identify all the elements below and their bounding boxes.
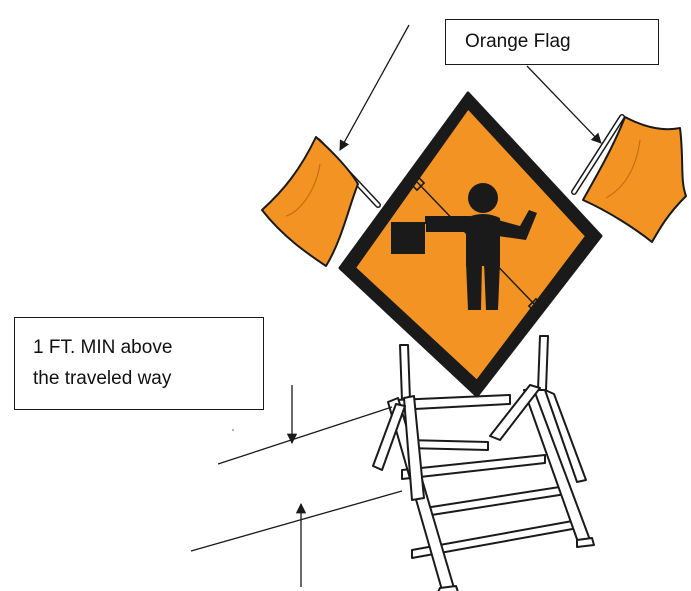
sign-stand bbox=[372, 335, 595, 591]
flag-pointer-arrows bbox=[339, 24, 602, 151]
orange-flag-callout: Orange Flag bbox=[445, 19, 659, 65]
left-flag bbox=[261, 136, 381, 267]
flagger-ahead-sign bbox=[338, 91, 603, 398]
height-requirement-callout: 1 FT. MIN above the traveled way bbox=[14, 317, 264, 410]
height-dimension bbox=[190, 385, 403, 587]
height-requirement-line-2: the traveled way bbox=[33, 368, 172, 389]
orange-flag-label: Orange Flag bbox=[465, 31, 571, 52]
flagger-icon bbox=[391, 183, 537, 310]
height-requirement-line-1: 1 FT. MIN above bbox=[33, 337, 173, 358]
right-flag bbox=[571, 114, 687, 243]
